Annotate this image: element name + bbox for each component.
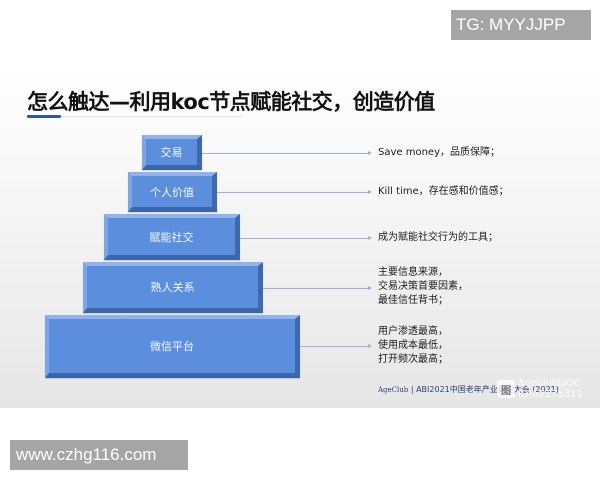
connector-line — [217, 192, 368, 193]
slide-footer: AgeClub | ABI2021中国老年产业商业大会 (2021) — [378, 384, 559, 395]
description-line: Save money，品质保障； — [378, 147, 500, 158]
watermark-overlay: AgeclubDOC ID:62175311 — [518, 378, 583, 400]
footer-event: ABI2021中国老年产业商业大会 (2021) — [416, 385, 559, 394]
title-accent-bar — [27, 115, 61, 118]
tier-description-transaction: Save money，品质保障； — [378, 146, 500, 160]
slide-title: 怎么触达—利用koc节点赋能社交，创造价值 — [27, 90, 435, 114]
pyramid-tier-acquaintance: 熟人关系 — [83, 262, 263, 313]
watermark-overlay-line: AgeclubDOC — [518, 378, 581, 389]
pyramid-tier-social-empowerment: 赋能社交 — [104, 214, 240, 260]
description-line: 使用成本最低， — [378, 340, 448, 351]
watermark-overlay-line: ID:62175311 — [518, 389, 583, 400]
pyramid-tier-personal-value: 个人价值 — [128, 172, 217, 212]
arrow-right-icon — [368, 286, 372, 290]
tier-description-acquaintance: 主要信息来源， 交易决策首要因素， 最佳信任背书； — [378, 266, 468, 308]
arrow-right-icon — [368, 151, 372, 155]
watermark-bottom-left: www.czhg116.com — [10, 440, 188, 470]
description-line: 用户渗透最高， — [378, 326, 448, 337]
watermark-logo-icon: 图 — [497, 380, 515, 398]
tier-description-social-empowerment: 成为赋能社交行为的工具； — [378, 231, 498, 245]
description-line: 交易决策首要因素， — [378, 281, 468, 292]
connector-line — [240, 238, 368, 239]
tier-label: 赋能社交 — [149, 230, 194, 244]
tier-label: 个人价值 — [150, 185, 194, 199]
connector-line — [202, 153, 368, 154]
connector-line — [300, 346, 368, 347]
tier-description-personal-value: Kill time，存在感和价值感； — [378, 185, 509, 199]
description-line: 打开频次最高； — [378, 354, 448, 365]
description-line: 最佳信任背书； — [378, 295, 448, 306]
description-line: 主要信息来源， — [378, 267, 448, 278]
description-line: Kill time，存在感和价值感； — [378, 186, 509, 197]
connector-line — [263, 288, 368, 289]
watermark-top-right: TG: MYYJJPP — [451, 10, 591, 40]
pyramid-tier-wechat-platform: 微信平台 — [45, 315, 300, 378]
arrow-right-icon — [368, 344, 372, 348]
title-divider — [27, 116, 242, 117]
footer-separator: | — [410, 385, 414, 394]
description-line: 成为赋能社交行为的工具； — [378, 232, 498, 243]
arrow-right-icon — [368, 190, 372, 194]
tier-label: 熟人关系 — [150, 281, 195, 294]
footer-brand: AgeClub — [378, 386, 409, 394]
tier-label: 微信平台 — [150, 340, 194, 353]
arrow-right-icon — [368, 236, 372, 240]
pyramid-tier-transaction: 交易 — [142, 135, 202, 170]
tier-description-wechat-platform: 用户渗透最高， 使用成本最低， 打开频次最高； — [378, 325, 448, 367]
tier-label: 交易 — [160, 146, 183, 159]
